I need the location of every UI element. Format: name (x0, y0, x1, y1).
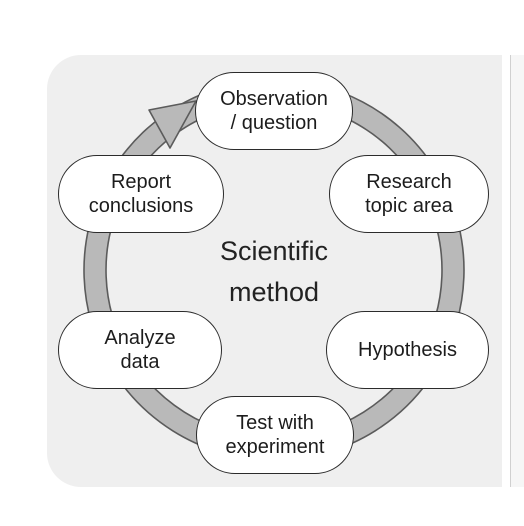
panel-divider (510, 55, 511, 487)
center-title-line1: Scientific (219, 236, 329, 266)
center-title-line2: method (228, 277, 320, 307)
step-test: Test with experiment (196, 396, 354, 474)
step-hypothesis: Hypothesis (326, 311, 489, 389)
center-title: Scientific method (174, 236, 374, 308)
cycle-arrowhead-icon (148, 100, 197, 149)
step-research: Research topic area (329, 155, 489, 233)
step-analyze: Analyze data (58, 311, 222, 389)
step-observation: Observation / question (195, 72, 353, 150)
side-strip (511, 55, 524, 487)
step-report: Report conclusions (58, 155, 224, 233)
